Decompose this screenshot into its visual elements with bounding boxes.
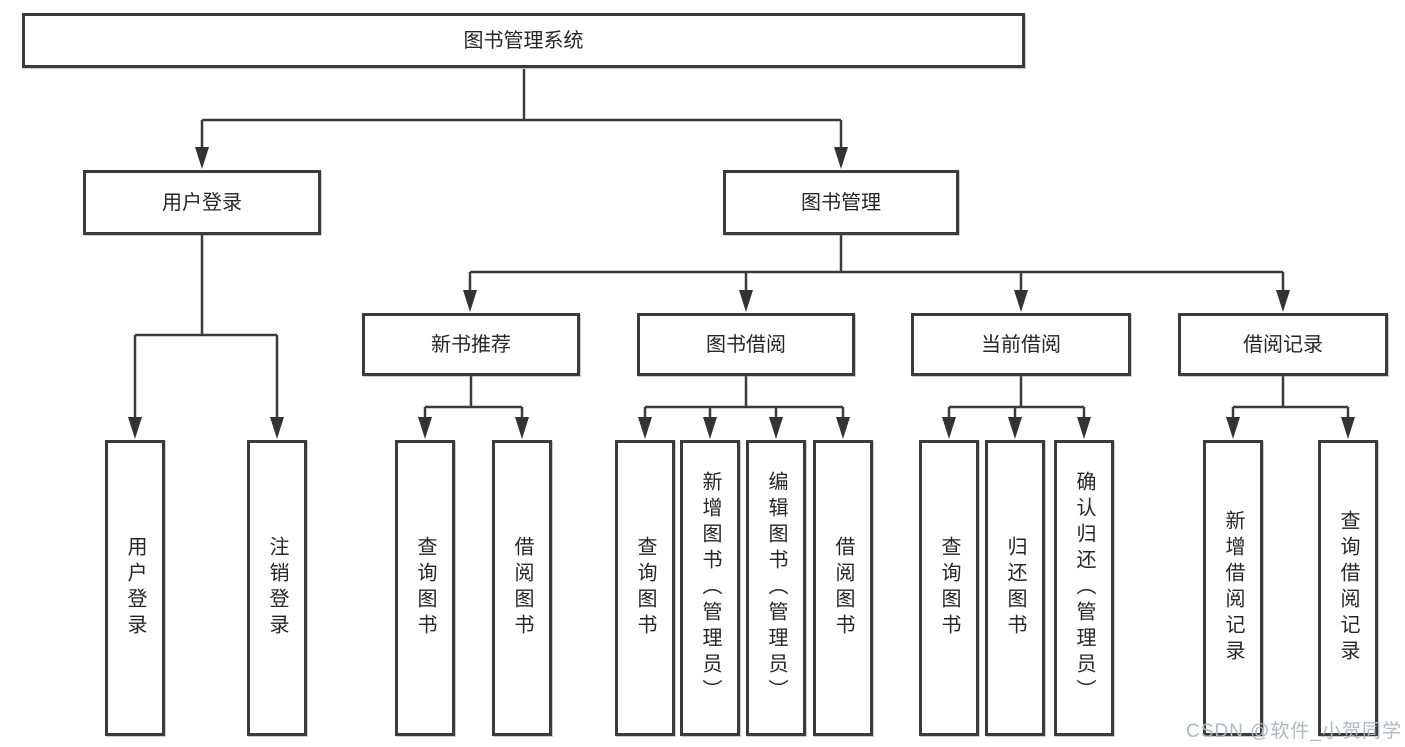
leaf-query-borrow-record-label: 查询借阅记录 [1337,510,1359,666]
leaf-return-books-label: 归还图书 [1004,536,1026,640]
leaf-return-books: 归还图书 [985,440,1045,736]
node-book-management: 图书管理 [723,170,959,235]
node-new-book-recommend-label: 新书推荐 [431,333,511,356]
leaf-borrow-books: 借阅图书 [813,440,873,736]
node-book-borrow-label: 图书借阅 [706,333,786,356]
node-new-book-recommend: 新书推荐 [362,313,580,376]
leaf-edit-books-admin-label: 编辑图书（管理员） [765,471,787,705]
leaf-logout: 注销登录 [247,440,307,736]
node-root: 图书管理系统 [22,13,1025,68]
node-book-borrow: 图书借阅 [637,313,855,376]
leaf-query-books-current-label: 查询图书 [938,536,960,640]
leaf-logout-label: 注销登录 [266,536,288,640]
arrowheads [128,147,1355,439]
node-user-login-label: 用户登录 [162,191,242,214]
node-borrow-records-label: 借阅记录 [1243,333,1323,356]
node-user-login: 用户登录 [83,170,321,235]
leaf-confirm-return-admin-label: 确认归还（管理员） [1073,471,1095,705]
tree-edges [133,69,1350,419]
leaf-borrow-books-newbooks: 借阅图书 [492,440,552,736]
leaf-borrow-books-label: 借阅图书 [832,536,854,640]
leaf-add-borrow-record: 新增借阅记录 [1203,440,1263,736]
leaf-add-books-admin: 新增图书（管理员） [680,440,740,736]
leaf-confirm-return-admin: 确认归还（管理员） [1054,440,1114,736]
leaf-user-login: 用户登录 [105,440,165,736]
node-root-label: 图书管理系统 [463,29,584,52]
leaf-edit-books-admin: 编辑图书（管理员） [746,440,806,736]
leaf-query-books-newbooks-label: 查询图书 [414,536,436,640]
leaf-query-books-newbooks: 查询图书 [395,440,455,736]
node-current-borrow: 当前借阅 [911,313,1131,376]
leaf-add-borrow-record-label: 新增借阅记录 [1222,510,1244,666]
leaf-query-borrow-record: 查询借阅记录 [1318,440,1378,736]
leaf-query-books-current: 查询图书 [919,440,979,736]
node-current-borrow-label: 当前借阅 [981,333,1061,356]
node-borrow-records: 借阅记录 [1178,313,1388,376]
leaf-query-books-borrow: 查询图书 [615,440,675,736]
leaf-user-login-label: 用户登录 [124,536,146,640]
leaf-borrow-books-newbooks-label: 借阅图书 [511,536,533,640]
leaf-add-books-admin-label: 新增图书（管理员） [699,471,721,705]
csdn-watermark: CSDN @软件_小贺同学 [1186,721,1402,742]
node-book-management-label: 图书管理 [801,191,881,214]
leaf-query-books-borrow-label: 查询图书 [634,536,656,640]
